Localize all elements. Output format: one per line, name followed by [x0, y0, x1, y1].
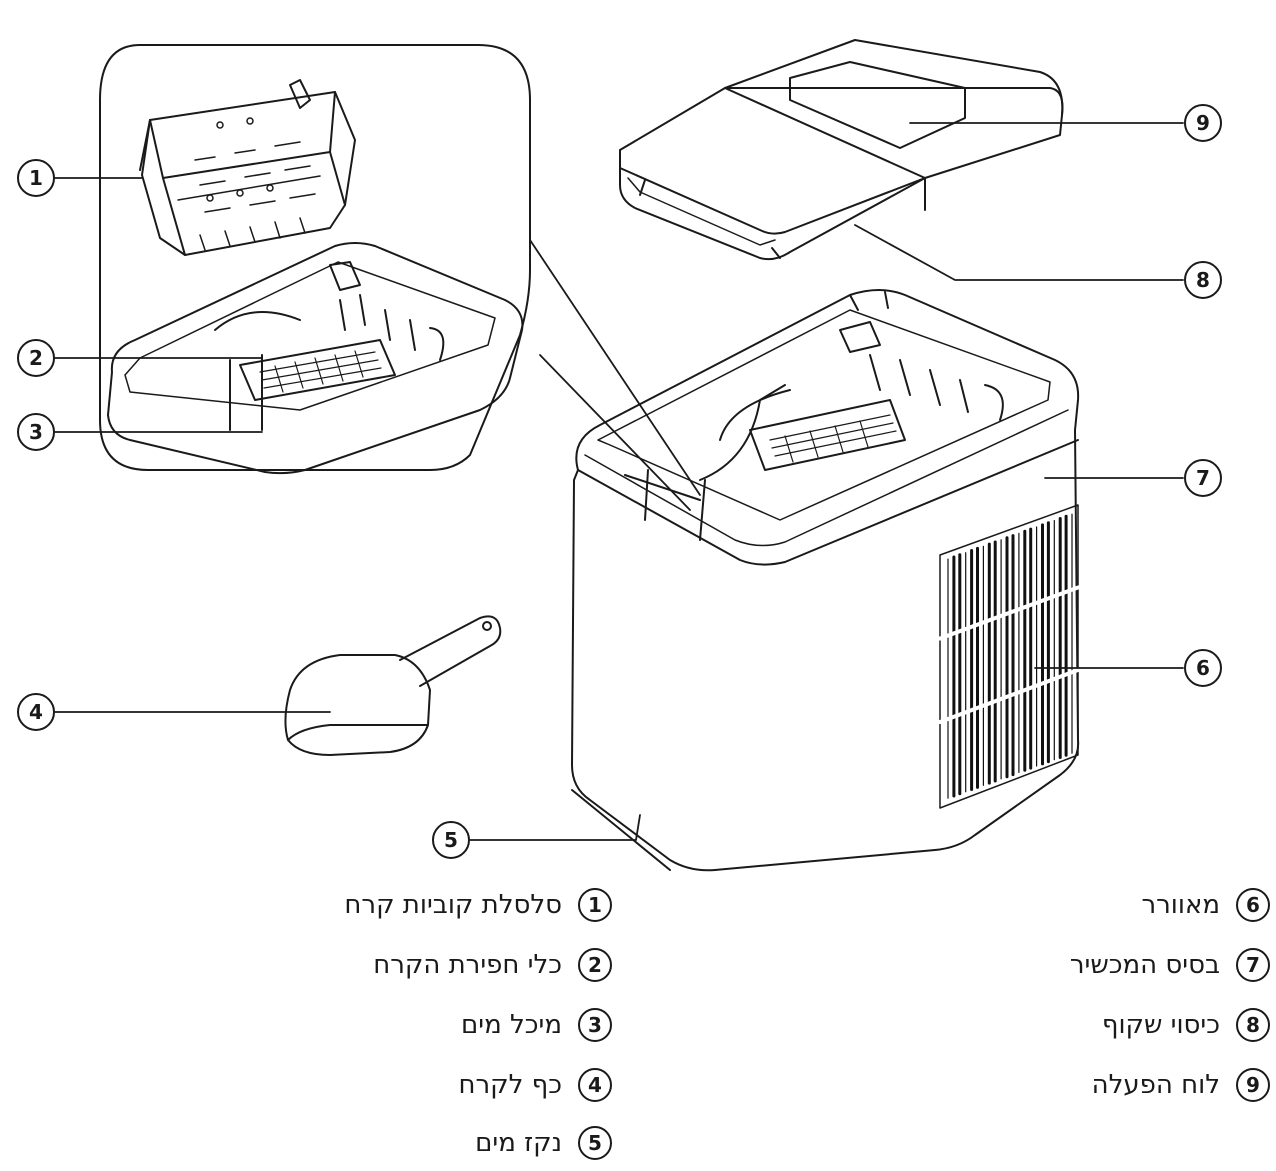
callout-leader-lines — [54, 122, 1184, 841]
svg-text:3: 3 — [29, 420, 43, 444]
callout-1: 1 — [17, 159, 55, 197]
legend-parts-1-5: 1 סלסלת קוביות קרח 2 כלי חפירת הקרח 3 מי… — [282, 888, 612, 1168]
svg-text:8: 8 — [1196, 268, 1210, 292]
svg-text:1: 1 — [29, 166, 43, 190]
legend-number: 4 — [578, 1068, 612, 1102]
legend-item: 2 כלי חפירת הקרח — [373, 948, 612, 982]
svg-text:5: 5 — [444, 828, 458, 852]
legend-label: בסיס המכשיר — [1069, 950, 1220, 980]
svg-text:6: 6 — [1196, 656, 1210, 680]
legend-number: 7 — [1236, 948, 1270, 982]
ice-basket-illustration — [139, 79, 356, 256]
legend-parts-6-9: 6 מאוורר 7 בסיס המכשיר 8 כיסוי שקוף 9 לו… — [970, 888, 1270, 1118]
legend-number: 6 — [1236, 888, 1270, 922]
legend-label: מיכל מים — [461, 1010, 562, 1040]
callout-5: 5 — [432, 821, 470, 859]
inset-tank-illustration — [107, 242, 524, 475]
legend-number: 2 — [578, 948, 612, 982]
legend-number: 9 — [1236, 1068, 1270, 1102]
legend-number: 1 — [578, 888, 612, 922]
legend-item: 7 בסיס המכשיר — [1070, 948, 1270, 982]
callout-9: 9 — [1184, 104, 1222, 142]
callout-badges: 1 2 3 4 5 6 7 — [17, 104, 1222, 859]
callout-8: 8 — [1184, 261, 1222, 299]
legend-label: לוח הפעלה — [1091, 1070, 1220, 1100]
legend-item: 3 מיכל מים — [461, 1008, 612, 1042]
svg-text:4: 4 — [29, 700, 43, 724]
legend-number: 5 — [578, 1126, 612, 1160]
legend-label: כף לקרח — [458, 1070, 562, 1100]
legend-number: 3 — [578, 1008, 612, 1042]
legend-label: כלי חפירת הקרח — [373, 950, 562, 980]
legend-item: 8 כיסוי שקוף — [1102, 1008, 1270, 1042]
legend-item: 4 כף לקרח — [458, 1068, 612, 1102]
svg-text:9: 9 — [1196, 111, 1210, 135]
legend-item: 9 לוח הפעלה — [1092, 1068, 1270, 1102]
inset-frame — [99, 44, 531, 471]
callout-6: 6 — [1184, 649, 1222, 687]
callout-4: 4 — [17, 693, 55, 731]
legend-item: 1 סלסלת קוביות קרח — [344, 888, 612, 922]
legend-label: סלסלת קוביות קרח — [344, 890, 562, 920]
legend-label: נקז מים — [475, 1128, 562, 1158]
legend-item: 6 מאוורר — [1141, 888, 1270, 922]
legend-label: מאוורר — [1141, 890, 1220, 920]
legend-number: 8 — [1236, 1008, 1270, 1042]
legend-label: כיסוי שקוף — [1101, 1010, 1220, 1040]
scoop-illustration — [284, 615, 502, 756]
callout-3: 3 — [17, 413, 55, 451]
callout-2: 2 — [17, 339, 55, 377]
lid-illustration — [619, 39, 1064, 261]
unit-body-illustration — [571, 289, 1080, 872]
callout-7: 7 — [1184, 459, 1222, 497]
vent-grille-illustration — [938, 504, 1080, 809]
legend-item: 5 נקז מים — [475, 1126, 612, 1160]
svg-text:2: 2 — [29, 346, 43, 370]
svg-text:7: 7 — [1196, 466, 1210, 490]
